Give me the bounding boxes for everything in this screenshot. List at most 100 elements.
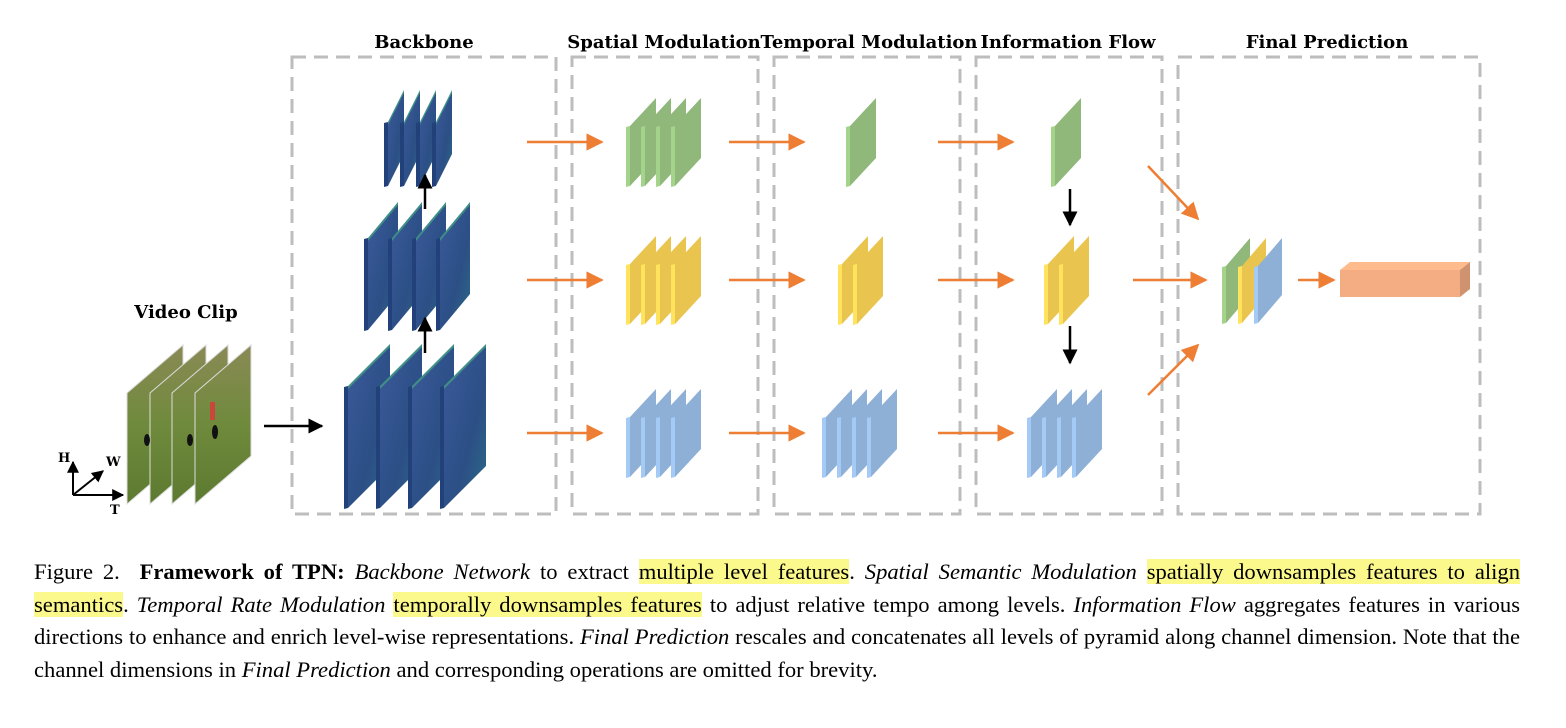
spatial-top-slab-4 — [675, 98, 701, 186]
axis-label-t: T — [110, 503, 120, 518]
spatial-top-slab-4-side — [671, 126, 675, 187]
backbone-level2-map-4-side — [436, 238, 440, 331]
spatial-bottom-slab-4-side — [671, 417, 675, 478]
temporal-bottom-slab-4 — [871, 389, 897, 477]
spatial-bottom-slab-2-side — [641, 417, 645, 478]
backbone-level1-map-2-side — [400, 122, 404, 187]
output-block-front — [1340, 270, 1460, 297]
flow-bottom-slab-4-side — [1072, 417, 1076, 478]
arrow-flow-final-top — [1147, 165, 1200, 221]
axis-label-h: H — [58, 451, 70, 466]
backbone-level2-map-1-side — [364, 238, 368, 331]
slab-stacks — [626, 98, 1282, 478]
temporal-modulation-box — [772, 55, 962, 516]
flow-bottom-slab-1-side — [1027, 417, 1031, 478]
spatial-mid-slab-4 — [675, 236, 701, 324]
caption-text-2-end: . — [123, 591, 137, 617]
caption-text-3: to adjust relative tempo among levels. — [701, 591, 1074, 617]
backbone-level3-map-3-side — [408, 386, 412, 509]
backbone-level1-map-4 — [436, 93, 452, 186]
backbone-level1-map-1 — [388, 93, 404, 186]
axis-label-w: W — [105, 455, 121, 470]
temporal-bottom-slab-1-side — [822, 417, 826, 478]
spatial-bottom-slab-1-side — [626, 417, 630, 478]
final-concat-blue-side — [1254, 266, 1258, 324]
output-block-top — [1340, 262, 1470, 270]
output-block-side — [1460, 262, 1470, 297]
video-clip-frames — [126, 343, 252, 506]
stage-title-backbone: Backbone — [374, 32, 473, 53]
final-concat-yellow-side — [1238, 266, 1242, 324]
caption-text-4: aggregates features in various direction… — [34, 591, 1521, 650]
flow-mid-slab-2 — [1063, 236, 1089, 324]
video-clip-title: Video Clip — [133, 302, 237, 323]
flow-top-slab-1 — [1055, 98, 1081, 186]
caption-temporal-term: Temporal Rate Modulation — [136, 591, 386, 617]
temporal-bottom-slab-4-side — [867, 417, 871, 478]
stage-title-spatial: Spatial Modulation — [567, 32, 761, 53]
backbone-level1-map-3 — [420, 93, 436, 186]
backbone-level1-map-4-side — [432, 122, 436, 187]
axes-indicator — [67, 460, 125, 501]
temporal-mid-slab-2-side — [853, 264, 857, 325]
caption-highlight-1: multiple level features — [638, 559, 850, 584]
backbone-level2-map-2-side — [388, 238, 392, 331]
caption-final-term-2: Final Prediction — [241, 656, 391, 682]
caption-bold-title: Framework of TPN: — [139, 559, 345, 584]
flow-bottom-slab-3-side — [1057, 417, 1061, 478]
spatial-bottom-slab-4 — [675, 389, 701, 477]
caption-final-term-1: Final Prediction — [579, 624, 730, 649]
temporal-top-slab-1 — [850, 98, 876, 186]
flow-top-slab-1-side — [1051, 126, 1055, 187]
spatial-mid-slab-4-side — [671, 264, 675, 325]
output-block — [1340, 262, 1470, 297]
information-flow-box — [974, 55, 1164, 516]
backbone-level3-map-4-side — [440, 386, 444, 509]
caption-figure-label: Figure 2. — [34, 559, 120, 584]
temporal-bottom-slab-3-side — [852, 417, 856, 478]
caption-highlight-3: temporally downsamples features — [393, 591, 702, 617]
flow-mid-slab-1-side — [1044, 264, 1048, 325]
backbone-box — [290, 55, 558, 516]
caption-text-1: to extract — [530, 559, 639, 584]
caption-flow-term: Information Flow — [1073, 591, 1236, 617]
flow-bottom-slab-2-side — [1042, 417, 1046, 478]
temporal-mid-slab-2 — [857, 236, 883, 324]
temporal-bottom-slab-2-side — [837, 417, 841, 478]
spatial-bottom-slab-3-side — [656, 417, 660, 478]
caption-text-1-end: . — [849, 559, 865, 584]
flow-bottom-slab-4 — [1076, 389, 1102, 477]
spatial-mid-slab-1-side — [626, 264, 630, 325]
caption-text-6: and corresponding operations are omitted… — [390, 656, 878, 682]
spatial-mid-slab-2-side — [641, 264, 645, 325]
temporal-top-slab-1-side — [846, 126, 850, 187]
caption-backbone-term: Backbone Network — [354, 559, 531, 584]
caption-spatial-term: Spatial Semantic Modulation — [864, 559, 1137, 584]
backbone-level3-map-1-side — [344, 386, 348, 509]
spatial-top-slab-3-side — [656, 126, 660, 187]
stage-boxes — [290, 55, 1482, 516]
figure-caption: Figure 2. Framework of TPN: Backbone Net… — [34, 556, 1520, 686]
backbone-level2-map-3-side — [412, 238, 416, 331]
arrow-flow-final-bottom — [1147, 343, 1200, 396]
tpn-framework-diagram: Backbone Spatial Modulation Temporal Mod… — [58, 32, 1482, 518]
backbone-level1-map-2 — [404, 93, 420, 186]
temporal-mid-slab-1-side — [838, 264, 842, 325]
spatial-top-slab-1-side — [626, 126, 630, 187]
caption-text-5: rescales and concatenates all levels of … — [34, 624, 1520, 682]
backbone-level1-map-1-side — [384, 122, 388, 187]
backbone-level2-map-4 — [440, 205, 470, 330]
orange-arrows — [527, 133, 1336, 442]
backbone-level3-map-4 — [444, 347, 486, 508]
spatial-mid-slab-3-side — [656, 264, 660, 325]
spatial-top-slab-2-side — [641, 126, 645, 187]
final-prediction-box — [1176, 55, 1482, 516]
stage-title-final: Final Prediction — [1246, 32, 1409, 53]
final-concat-blue — [1258, 238, 1282, 323]
spatial-modulation-box — [570, 55, 760, 516]
stage-title-temporal: Temporal Modulation — [760, 32, 977, 53]
backbone-level3-map-2-side — [376, 386, 380, 509]
final-concat-green-side — [1222, 266, 1226, 324]
stage-title-flow: Information Flow — [980, 32, 1156, 53]
flow-mid-slab-2-side — [1059, 264, 1063, 325]
